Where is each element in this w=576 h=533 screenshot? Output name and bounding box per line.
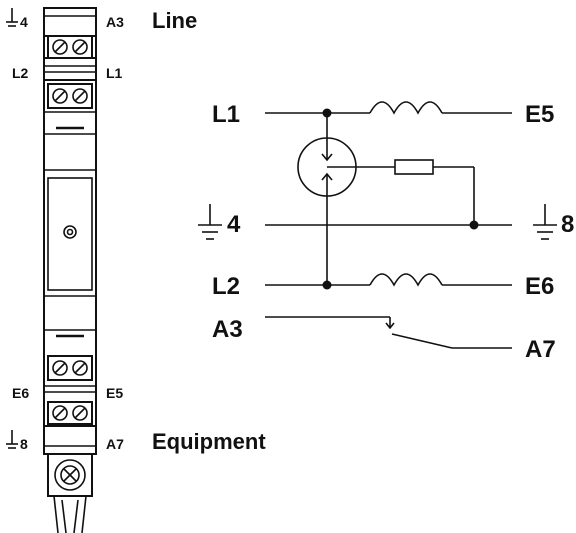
node-label-e6: E6	[525, 273, 554, 300]
terminal-label-4: 4	[20, 14, 28, 30]
node-label-l1: L1	[212, 101, 240, 128]
terminal-label-e6: E6	[12, 385, 29, 401]
schematic: L1 E5 4	[198, 101, 574, 363]
terminal-screw-icon	[52, 88, 88, 104]
switch-contact-icon	[385, 317, 453, 349]
resistor-icon	[394, 159, 434, 175]
ground-symbol-icon	[533, 204, 557, 240]
terminal-label-l2: L2	[12, 65, 29, 81]
node-label-gnd-4: 4	[227, 211, 241, 238]
terminal-label-l1: L1	[106, 65, 123, 81]
inductor-icon	[369, 101, 443, 115]
terminal-screw-icon	[52, 39, 88, 55]
terminal-screw-icon	[52, 360, 88, 376]
indicator-led-icon	[63, 225, 77, 239]
terminal-label-8: 8	[20, 436, 28, 452]
ground-symbol-icon	[198, 204, 222, 240]
surge-arrester-icon	[297, 113, 395, 285]
terminal-screw-icon	[52, 405, 88, 421]
node-label-l2: L2	[212, 273, 240, 300]
terminal-label-a7: A7	[106, 436, 124, 452]
inductor-icon	[369, 273, 443, 287]
node-label-a3: A3	[212, 316, 243, 343]
din-rail-module: 4 A3 Line L2 L1	[6, 7, 266, 533]
heading-equipment: Equipment	[152, 429, 266, 454]
terminal-label-a3: A3	[106, 14, 124, 30]
terminal-label-e5: E5	[106, 385, 123, 401]
ground-symbol-icon	[6, 430, 18, 449]
node-label-a7: A7	[525, 336, 556, 363]
heading-line: Line	[152, 8, 197, 33]
node-label-e5: E5	[525, 101, 554, 128]
mounting-screw-icon	[54, 459, 86, 491]
node-label-gnd-8: 8	[561, 211, 574, 238]
ground-symbol-icon	[6, 8, 18, 27]
